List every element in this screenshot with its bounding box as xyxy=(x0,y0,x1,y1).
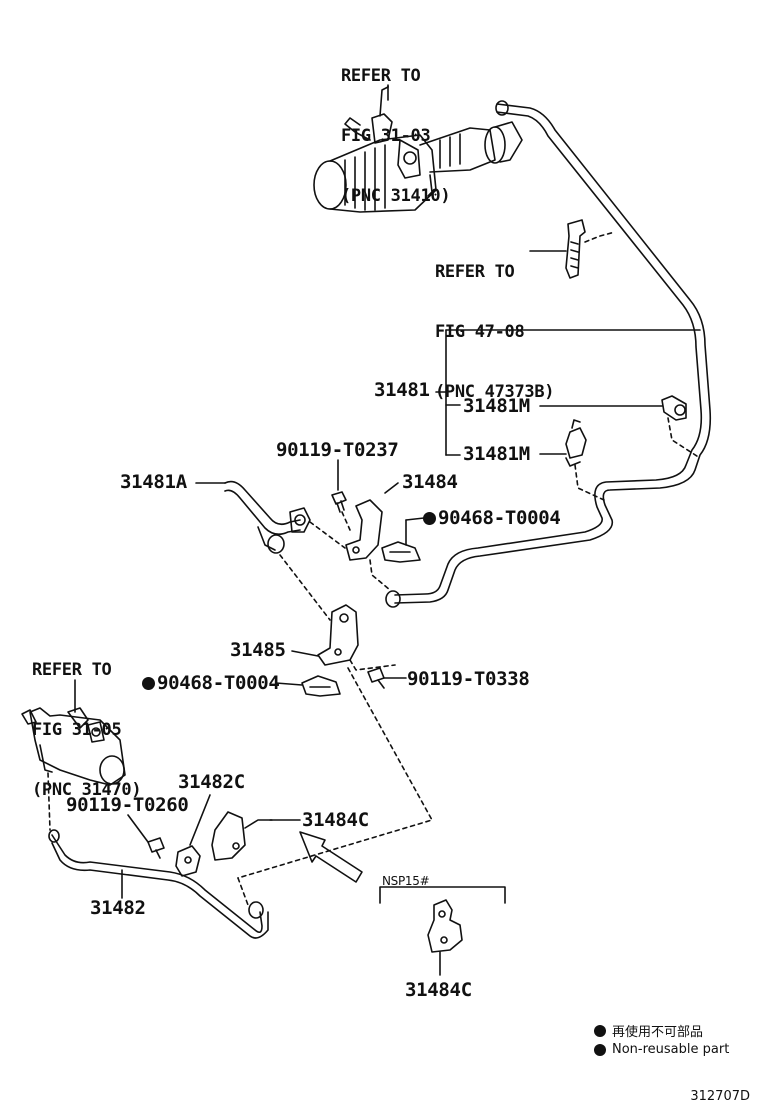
part-90468-t0004-lower[interactable]: 90468-T0004 xyxy=(142,673,280,693)
leader-90468-t0004-upper xyxy=(405,517,425,521)
ref-line: FIG 47-08 xyxy=(435,322,525,342)
bolt-90119-t0260-icon xyxy=(147,837,165,859)
dash-31481m-upper xyxy=(667,417,701,459)
ref-release-cylinder: REFER TO FIG 31-05 (PNC 31470) xyxy=(32,620,142,820)
part-31484c-variant[interactable]: 31484C xyxy=(405,979,472,1001)
dash-31481m-lower xyxy=(574,464,605,501)
bracket-31482c-icon xyxy=(175,845,201,877)
bolt-90119-t0237-icon xyxy=(331,491,347,513)
part-90468-t0004-upper[interactable]: 90468-T0004 xyxy=(423,508,561,528)
ref-line: REFER TO xyxy=(435,262,515,282)
leader-31484 xyxy=(384,482,399,494)
part-31481m-upper[interactable]: 31481M xyxy=(463,395,530,417)
ref-line: FIG 31-05 xyxy=(32,720,122,740)
ref-master-cylinder: REFER TO FIG 31-03 (PNC 31410) xyxy=(341,26,451,226)
part-31484[interactable]: 31484 xyxy=(402,471,458,493)
bolt-90119-t0338-icon xyxy=(367,667,385,689)
non-reusable-dot-icon xyxy=(594,1043,606,1056)
clip-90468-t0004-upper-icon xyxy=(381,541,421,563)
bracket-31484c-variant-icon xyxy=(427,899,463,953)
part-90119-t0338[interactable]: 90119-T0338 xyxy=(407,668,530,690)
leader-90468-t0004-lower xyxy=(275,682,303,686)
bracket-31484-icon xyxy=(345,499,383,561)
ref-line: FIG 31-03 xyxy=(341,126,431,146)
clip-31481m-lower-icon xyxy=(565,419,587,467)
figure-number: 312707D xyxy=(690,1089,750,1104)
ref-line: (PNC 31410) xyxy=(341,186,451,206)
bracket-31485-icon xyxy=(317,604,359,666)
part-31481[interactable]: 31481 xyxy=(374,379,430,401)
ref-line: (PNC 31470) xyxy=(32,780,142,800)
part-31482[interactable]: 31482 xyxy=(90,897,146,919)
clamp-47373b-icon xyxy=(565,219,616,279)
non-reusable-dot-icon xyxy=(142,676,155,690)
leader-90119-t0260 xyxy=(127,814,149,843)
legend-english: Non-reusable part xyxy=(594,1042,729,1057)
ref-line: (PNC 47373B) xyxy=(435,382,555,402)
direction-arrow-icon xyxy=(299,831,363,883)
part-31482c[interactable]: 31482C xyxy=(178,771,245,793)
part-31481m-lower[interactable]: 31481M xyxy=(463,443,530,465)
part-number-text: 90468-T0004 xyxy=(438,507,561,529)
legend-english-text: Non-reusable part xyxy=(612,1042,730,1057)
ref-clamp: REFER TO FIG 47-08 (PNC 47373B) xyxy=(435,222,555,422)
pipe-31482-icon xyxy=(48,829,269,939)
leader-31485 xyxy=(291,650,319,657)
non-reusable-dot-icon xyxy=(594,1024,606,1037)
clutch-pipe-31481 xyxy=(385,100,712,608)
clip-90468-t0004-lower-icon xyxy=(301,675,341,697)
variant-label-nsp15: NSP15# xyxy=(382,874,430,888)
hose-31481a-icon xyxy=(224,480,311,554)
variant-box-nsp15 xyxy=(379,886,506,904)
part-90119-t0260[interactable]: 90119-T0260 xyxy=(66,794,189,816)
part-31481a[interactable]: 31481A xyxy=(120,471,187,493)
legend-japanese: 再使用不可部品 xyxy=(594,1021,703,1040)
master-cylinder-icon xyxy=(313,86,523,213)
release-cylinder-icon xyxy=(21,707,126,786)
leader-31481-bracket xyxy=(435,329,701,456)
part-number-text: 90468-T0004 xyxy=(157,672,280,694)
clip-31481m-upper-icon xyxy=(661,395,687,421)
part-90119-t0237[interactable]: 90119-T0237 xyxy=(276,439,399,461)
ref-line: REFER TO xyxy=(32,660,112,680)
non-reusable-dot-icon xyxy=(423,511,436,525)
leader-31482c xyxy=(189,794,211,846)
part-31484c[interactable]: 31484C xyxy=(302,809,369,831)
ref-line: REFER TO xyxy=(341,66,421,86)
legend-japanese-text: 再使用不可部品 xyxy=(612,1025,704,1040)
bracket-31484c-icon xyxy=(211,811,273,861)
part-31485[interactable]: 31485 xyxy=(230,639,286,661)
